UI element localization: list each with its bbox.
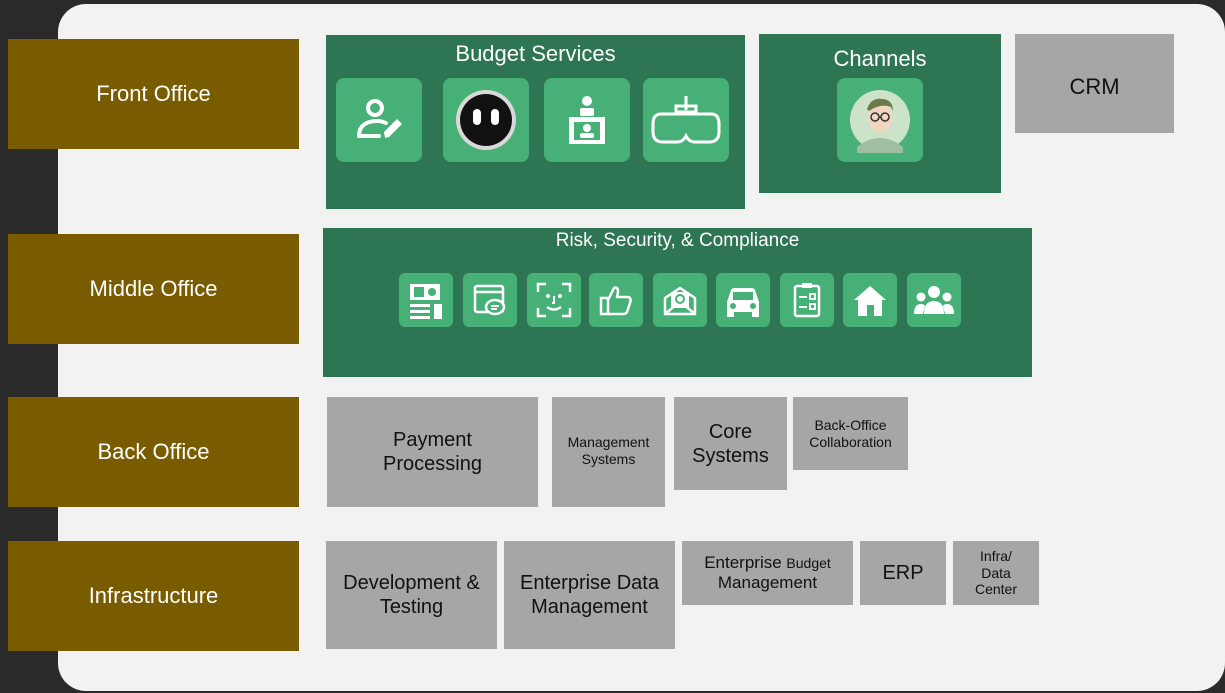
risk-security-compliance-title: Risk, Security, & Compliance bbox=[555, 230, 800, 251]
user-edit-icon bbox=[336, 78, 422, 162]
box-label-line: Center bbox=[974, 581, 1018, 598]
box-label-line: Processing bbox=[383, 453, 482, 475]
check-payment-icon bbox=[399, 273, 453, 327]
home-icon bbox=[843, 273, 897, 327]
checklist-icon bbox=[780, 273, 834, 327]
box-label-line: Infra/ bbox=[980, 547, 1012, 564]
channels-title: Channels bbox=[833, 46, 927, 71]
box-label-line: Management bbox=[567, 434, 650, 451]
budget-services-panel: Budget Services bbox=[326, 35, 745, 209]
row-label-infrastructure: Infrastructure bbox=[8, 541, 299, 651]
row-label-text: Infrastructure bbox=[88, 583, 219, 608]
box-label-line: Back-Office bbox=[814, 417, 887, 433]
channels-panel: Channels bbox=[759, 34, 1001, 193]
box-label-line: Data bbox=[981, 564, 1011, 581]
vr-headset-icon bbox=[643, 78, 729, 162]
row-label-back-office: Back Office bbox=[8, 397, 299, 507]
box-label-line: Development & bbox=[343, 572, 480, 594]
box-label-line: Core bbox=[708, 420, 753, 443]
car-icon bbox=[716, 273, 770, 327]
development-testing-box: Development &Testing bbox=[326, 541, 497, 649]
box-label-line: Systems bbox=[581, 451, 636, 467]
box-label-line: ERP bbox=[882, 562, 924, 584]
avatar-icon bbox=[837, 78, 923, 162]
box-label-line: Collaboration bbox=[809, 433, 892, 450]
box-label-line: Management bbox=[531, 596, 648, 618]
row-label-middle-office: Middle Office bbox=[8, 234, 299, 344]
box-label-line: Testing bbox=[379, 596, 444, 618]
group-icon bbox=[907, 273, 961, 327]
robot-face-icon bbox=[443, 78, 529, 162]
box-label-line: Management bbox=[717, 573, 818, 592]
box-label-line: Enterprise Data bbox=[520, 572, 659, 594]
row-label-front-office: Front Office bbox=[8, 39, 299, 149]
thumbs-up-icon bbox=[589, 273, 643, 327]
row-label-text: Back Office bbox=[97, 439, 210, 464]
enterprise-budget-management-box: Enterprise Budget Management bbox=[682, 541, 853, 605]
box-label-word: Enterprise bbox=[704, 552, 782, 572]
secure-mail-icon bbox=[653, 273, 707, 327]
box-label-word: Budget bbox=[786, 554, 831, 571]
face-scan-icon bbox=[527, 273, 581, 327]
row-label-text: Front Office bbox=[96, 81, 211, 106]
chat-window-icon bbox=[463, 273, 517, 327]
budget-services-title: Budget Services bbox=[455, 41, 616, 66]
box-label-line: Payment bbox=[393, 429, 472, 451]
presenter-icon bbox=[544, 78, 630, 162]
risk-security-compliance-panel: Risk, Security, & Compliance bbox=[323, 228, 1032, 377]
row-label-text: Middle Office bbox=[89, 276, 218, 301]
erp-box: ERP bbox=[860, 541, 946, 605]
box-label-line: Systems bbox=[692, 444, 769, 467]
crm-box: CRM bbox=[1015, 34, 1174, 133]
crm-label: CRM bbox=[1069, 74, 1120, 99]
